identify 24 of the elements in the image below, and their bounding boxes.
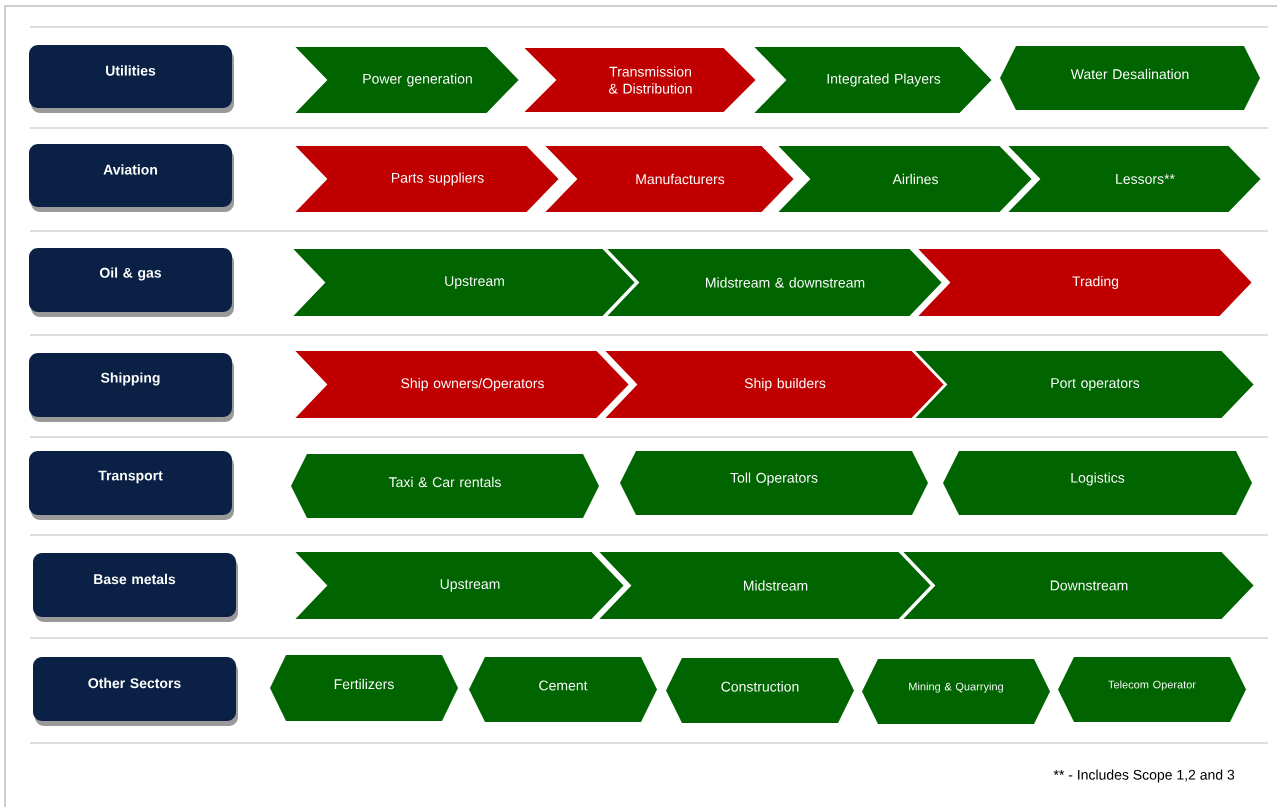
sector-box: Aviation xyxy=(29,144,234,212)
hexagon-box: Water Desalination xyxy=(1000,46,1260,110)
hexagon-box: Logistics xyxy=(943,451,1252,515)
sector-box: Transport xyxy=(29,451,234,520)
footnote: ** - Includes Scope 1,2 and 3 xyxy=(1053,769,1235,783)
sector-box: Oil & gas xyxy=(29,248,234,317)
sector-box: Base metals xyxy=(33,553,238,622)
hexagon-box: Fertilizers xyxy=(270,655,458,721)
chevron-box: Power generation xyxy=(290,45,522,115)
chevron-box: Trading xyxy=(913,247,1255,318)
sector-box: Other Sectors xyxy=(33,657,238,726)
node-label: Lessors** xyxy=(1116,174,1175,184)
hexagon-box: Cement xyxy=(469,657,657,722)
chevron-box: Downstream xyxy=(898,550,1257,621)
hexagon-box: Toll Operators xyxy=(620,451,928,515)
hexagon-box: Taxi & Car rentals xyxy=(291,454,599,518)
node-label: Downstream xyxy=(1050,580,1128,591)
hexagon-box: Construction xyxy=(666,658,854,723)
hexagon-box: Mining & Quarrying xyxy=(862,659,1050,724)
chevron-box: Port operators xyxy=(910,349,1257,420)
hexagon-box: Telecom Operator xyxy=(1058,657,1246,722)
chevron-box: Lessors** xyxy=(1003,144,1264,214)
sector-box: Utilities xyxy=(29,45,234,113)
sector-box: Shipping xyxy=(29,353,234,422)
